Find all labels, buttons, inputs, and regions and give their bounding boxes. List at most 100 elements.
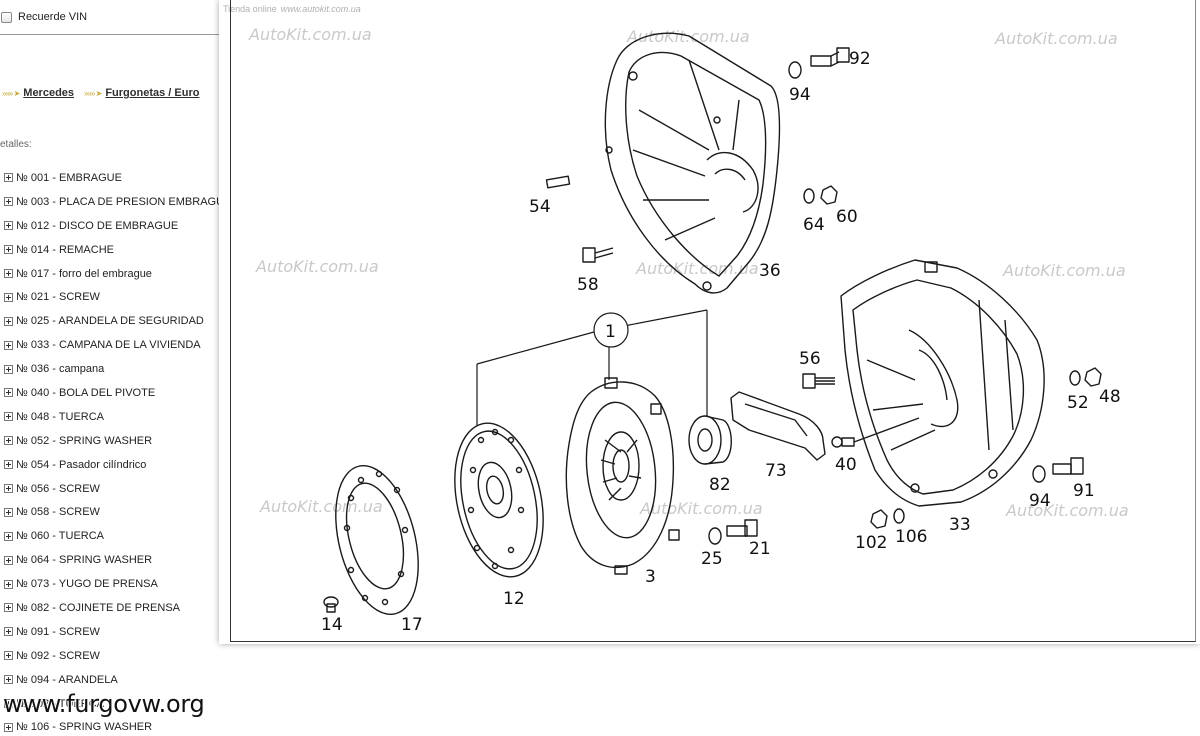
callout-1[interactable]: 1	[605, 322, 616, 342]
expand-icon[interactable]	[4, 292, 13, 302]
tree-item-label[interactable]: № 064 - SPRING WASHER	[16, 554, 153, 567]
tree-item-label[interactable]: № 036 - campana	[16, 363, 105, 376]
callout-17[interactable]: 17	[401, 615, 423, 635]
tree-item-label[interactable]: № 054 - Pasador cilíndrico	[16, 458, 147, 471]
expand-icon[interactable]	[4, 507, 13, 517]
expand-icon[interactable]	[4, 651, 13, 661]
tree-item[interactable]: № 003 - PLACA DE PRESION EMBRAGUE	[4, 190, 220, 214]
tree-item[interactable]: № 082 - COJINETE DE PRENSA	[4, 596, 220, 620]
callout-94-top[interactable]: 94	[789, 85, 811, 105]
callout-54[interactable]: 54	[529, 197, 551, 217]
callout-14[interactable]: 14	[321, 615, 343, 635]
tree-item[interactable]: № 048 - TUERCA	[4, 405, 220, 429]
part-54-pin[interactable]	[545, 175, 571, 189]
tree-item-label[interactable]: № 014 - REMACHE	[16, 243, 114, 256]
expand-icon[interactable]	[4, 364, 13, 374]
callout-64[interactable]: 64	[803, 215, 825, 235]
breadcrumb-link-mercedes[interactable]: Mercedes	[23, 87, 75, 99]
expand-icon[interactable]	[4, 699, 13, 709]
tree-item[interactable]: № 001 - EMBRAGUE	[4, 166, 220, 190]
tree-item-label[interactable]: № 001 - EMBRAGUE	[16, 171, 122, 184]
expand-icon[interactable]	[4, 555, 13, 565]
tree-item-label[interactable]: № 025 - ARANDELA DE SEGURIDAD	[16, 315, 204, 328]
callout-48[interactable]: 48	[1099, 387, 1121, 407]
tree-item-label[interactable]: № 052 - SPRING WASHER	[16, 434, 153, 447]
part-17-clutch-lining[interactable]	[322, 457, 433, 623]
part-36-bell-housing[interactable]	[604, 32, 781, 294]
part-58-screw[interactable]	[582, 247, 614, 263]
expand-icon[interactable]	[4, 603, 13, 613]
tree-item-label[interactable]: № 082 - COJINETE DE PRENSA	[16, 601, 181, 614]
tree-item-label[interactable]: № 073 - YUGO DE PRENSA	[16, 578, 158, 591]
tree-item-label[interactable]: № 021 - SCREW	[16, 291, 100, 304]
callout-102[interactable]: 102	[855, 533, 887, 553]
tree-item[interactable]: № 014 - REMACHE	[4, 238, 220, 262]
tree-item[interactable]: № 102 - TUERCA	[4, 692, 220, 716]
tree-item-label[interactable]: № 017 - forro del embrague	[16, 267, 152, 280]
tree-item[interactable]: № 025 - ARANDELA DE SEGURIDAD	[4, 309, 220, 333]
tree-item-label[interactable]: № 094 - ARANDELA	[16, 673, 118, 686]
callout-36[interactable]: 36	[759, 261, 781, 281]
tree-item-label[interactable]: № 106 - SPRING WASHER	[16, 721, 153, 734]
expand-icon[interactable]	[4, 627, 13, 637]
part-102-nut[interactable]	[870, 509, 888, 529]
part-12-clutch-disc[interactable]	[442, 415, 557, 585]
tree-item[interactable]: № 094 - ARANDELA	[4, 668, 220, 692]
callout-92[interactable]: 92	[849, 49, 871, 69]
callout-58[interactable]: 58	[577, 275, 599, 295]
tree-item-label[interactable]: № 048 - TUERCA	[16, 410, 105, 423]
part-94-washer-lower[interactable]	[1032, 465, 1046, 483]
callout-40[interactable]: 40	[835, 455, 857, 475]
remember-vin-row[interactable]: Recuerde VIN	[0, 9, 87, 25]
expand-icon[interactable]	[4, 173, 13, 183]
remember-vin-checkbox[interactable]	[1, 11, 12, 23]
tree-item[interactable]: № 056 - SCREW	[4, 477, 220, 501]
part-94-washer[interactable]	[788, 61, 802, 79]
callout-12[interactable]: 12	[503, 589, 525, 609]
callout-73[interactable]: 73	[765, 461, 787, 481]
tree-item[interactable]: № 092 - SCREW	[4, 644, 220, 668]
tree-item-label[interactable]: № 012 - DISCO DE EMBRAGUE	[16, 219, 179, 232]
expand-icon[interactable]	[4, 579, 13, 589]
callout-33[interactable]: 33	[949, 515, 971, 535]
tree-item[interactable]: № 064 - SPRING WASHER	[4, 548, 220, 572]
expand-icon[interactable]	[4, 412, 13, 422]
callout-25[interactable]: 25	[701, 549, 723, 569]
part-14-rivet[interactable]	[323, 596, 339, 613]
part-82-release-bearing[interactable]	[688, 415, 732, 465]
part-25-lock-washer[interactable]	[708, 527, 722, 545]
callout-52[interactable]: 52	[1067, 393, 1089, 413]
expand-icon[interactable]	[4, 675, 13, 685]
part-48-nut[interactable]	[1084, 367, 1102, 387]
part-21-screw[interactable]	[726, 519, 758, 537]
expand-icon[interactable]	[4, 388, 13, 398]
part-40-pivot-ball[interactable]	[831, 417, 920, 448]
tree-item[interactable]: № 036 - campana	[4, 357, 220, 381]
tree-item[interactable]: № 052 - SPRING WASHER	[4, 429, 220, 453]
tree-item[interactable]: № 021 - SCREW	[4, 285, 220, 309]
expand-icon[interactable]	[4, 197, 13, 207]
part-73-release-fork[interactable]	[730, 391, 826, 461]
part-56-screw[interactable]	[802, 373, 835, 389]
expand-icon[interactable]	[4, 436, 13, 446]
expand-icon[interactable]	[4, 340, 13, 350]
callout-106[interactable]: 106	[895, 527, 927, 547]
expand-icon[interactable]	[4, 316, 13, 326]
expand-icon[interactable]	[4, 722, 13, 732]
tree-item-label[interactable]: № 092 - SCREW	[16, 649, 100, 662]
expand-icon[interactable]	[4, 484, 13, 494]
callout-82[interactable]: 82	[709, 475, 731, 495]
callout-94-bottom[interactable]: 94	[1029, 491, 1051, 511]
part-91-screw[interactable]	[1052, 457, 1084, 475]
expand-icon[interactable]	[4, 245, 13, 255]
part-33-housing[interactable]	[840, 259, 1045, 507]
tree-item-label[interactable]: № 040 - BOLA DEL PIVOTE	[16, 386, 156, 399]
part-52-spring-washer[interactable]	[1069, 370, 1081, 386]
tree-item[interactable]: № 091 - SCREW	[4, 620, 220, 644]
tree-item[interactable]: № 060 - TUERCA	[4, 524, 220, 548]
tree-item[interactable]: № 033 - CAMPANA DE LA VIVIENDA	[4, 333, 220, 357]
tree-item[interactable]: № 040 - BOLA DEL PIVOTE	[4, 381, 220, 405]
callout-56[interactable]: 56	[799, 349, 821, 369]
tree-item[interactable]: № 073 - YUGO DE PRENSA	[4, 572, 220, 596]
part-60-nut[interactable]	[820, 185, 838, 205]
